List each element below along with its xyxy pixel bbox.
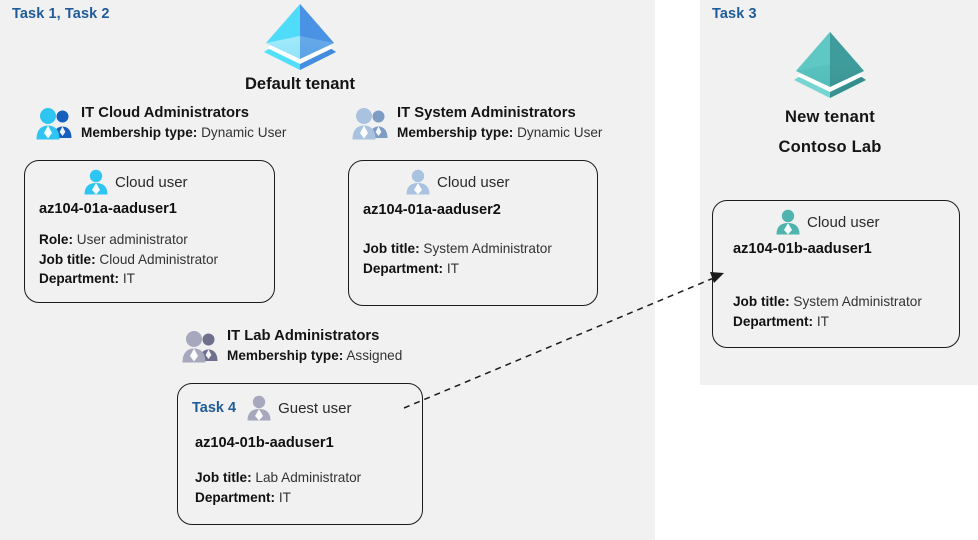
user-attr-department: Department: IT xyxy=(733,312,959,332)
user-attr-job-title: Job title: Lab Administrator xyxy=(195,468,422,488)
user-principal-name: az104-01b-aaduser1 xyxy=(733,241,872,257)
user-card-az104-01b-aaduser1-guest: Task 4 Guest user az104-01b-aaduser1 Job… xyxy=(177,383,423,525)
group-it-lab-administrators: IT Lab Administrators Membership type: A… xyxy=(182,327,402,366)
user-attr-department: Department: IT xyxy=(39,269,274,289)
group-membership-label: Membership type: xyxy=(227,348,344,363)
user-attr-value: IT xyxy=(446,260,459,276)
user-attr-value: IT xyxy=(278,489,291,505)
user-attr-label: Job title: xyxy=(733,294,790,309)
user-attr-job-title: Job title: System Administrator xyxy=(733,292,959,312)
user-attr-job-title: Job title: System Administrator xyxy=(363,239,597,259)
cloud-user-icon xyxy=(84,169,108,195)
task-label-1-2: Task 1, Task 2 xyxy=(12,6,110,22)
group-membership-label: Membership type: xyxy=(81,125,198,140)
card-header: Cloud user xyxy=(349,169,597,195)
user-attr-value: System Administrator xyxy=(793,294,922,309)
user-attributes: Job title: System Administrator Departme… xyxy=(733,292,959,331)
user-attr-value: System Administrator xyxy=(423,241,552,256)
group-users-icon xyxy=(36,108,72,140)
user-principal-name: az104-01a-aaduser1 xyxy=(39,201,177,217)
group-membership-type: Membership type: Dynamic User xyxy=(81,123,286,143)
user-attributes: Job title: System Administrator Departme… xyxy=(363,239,597,278)
user-attr-label: Job title: xyxy=(195,470,252,485)
default-tenant-panel xyxy=(0,0,655,540)
group-title: IT Lab Administrators xyxy=(227,328,380,344)
task-label-3: Task 3 xyxy=(712,6,757,22)
user-attr-role: Role: User administrator xyxy=(39,230,274,250)
guest-user-icon xyxy=(247,395,271,421)
group-it-system-administrators: IT System Administrators Membership type… xyxy=(352,104,602,143)
user-kind: Cloud user xyxy=(115,173,188,191)
user-attr-label: Department: xyxy=(733,313,814,329)
user-attr-label: Job title: xyxy=(363,241,420,256)
user-card-az104-01b-aaduser1-new-tenant: Cloud user az104-01b-aaduser1 Job title:… xyxy=(712,200,960,348)
user-attributes: Role: User administrator Job title: Clou… xyxy=(39,230,274,289)
user-kind: Guest user xyxy=(278,399,352,417)
group-membership-value: Dynamic User xyxy=(517,125,603,140)
user-attr-job-title: Job title: Cloud Administrator xyxy=(39,250,274,270)
user-principal-name: az104-01b-aaduser1 xyxy=(195,435,334,451)
default-tenant-block: Default tenant xyxy=(215,2,385,95)
group-it-cloud-administrators: IT Cloud Administrators Membership type:… xyxy=(36,104,286,143)
card-header: Cloud user xyxy=(25,169,274,195)
new-tenant-name-line1: New tenant xyxy=(784,108,875,126)
group-users-icon xyxy=(352,108,388,140)
card-header: Cloud user xyxy=(713,209,959,235)
group-membership-type: Membership type: Dynamic User xyxy=(397,123,602,143)
user-attr-label: Department: xyxy=(195,489,276,505)
new-tenant-name-line2: Contoso Lab xyxy=(778,138,882,156)
user-principal-name: az104-01a-aaduser2 xyxy=(363,202,501,218)
task-label-4: Task 4 xyxy=(192,400,237,416)
group-title: IT System Administrators xyxy=(397,105,576,121)
user-attributes: Job title: Lab Administrator Department:… xyxy=(195,468,422,507)
user-card-az104-01a-aaduser1: Cloud user az104-01a-aaduser1 Role: User… xyxy=(24,160,275,303)
group-title: IT Cloud Administrators xyxy=(81,105,249,121)
user-kind: Cloud user xyxy=(437,173,510,191)
user-attr-label: Department: xyxy=(39,271,120,286)
user-attr-value: IT xyxy=(122,271,135,286)
group-membership-type: Membership type: Assigned xyxy=(227,346,402,366)
user-attr-label: Department: xyxy=(363,260,444,276)
azure-ad-tenant-logo-teal xyxy=(794,32,866,98)
default-tenant-name: Default tenant xyxy=(244,75,355,93)
user-attr-value: Lab Administrator xyxy=(255,470,362,485)
group-membership-value: Dynamic User xyxy=(201,125,287,140)
user-attr-label: Job title: xyxy=(39,251,96,267)
group-users-icon xyxy=(182,331,218,363)
new-tenant-block: New tenant Contoso Lab xyxy=(740,30,920,158)
cloud-user-icon xyxy=(776,209,800,235)
cloud-user-icon xyxy=(406,169,430,195)
user-card-az104-01a-aaduser2: Cloud user az104-01a-aaduser2 Job title:… xyxy=(348,160,598,306)
azure-ad-tenant-logo-blue xyxy=(264,4,336,70)
user-attr-label: Role: xyxy=(39,232,73,247)
group-membership-value: Assigned xyxy=(346,348,403,363)
group-membership-label: Membership type: xyxy=(397,125,514,140)
user-attr-value: IT xyxy=(816,313,829,329)
user-kind: Cloud user xyxy=(807,213,880,231)
user-attr-department: Department: IT xyxy=(195,488,422,508)
user-attr-value: User administrator xyxy=(76,232,188,247)
user-attr-value: Cloud Administrator xyxy=(99,251,219,267)
user-attr-department: Department: IT xyxy=(363,259,597,279)
card-header: Task 4 Guest user xyxy=(192,395,422,421)
